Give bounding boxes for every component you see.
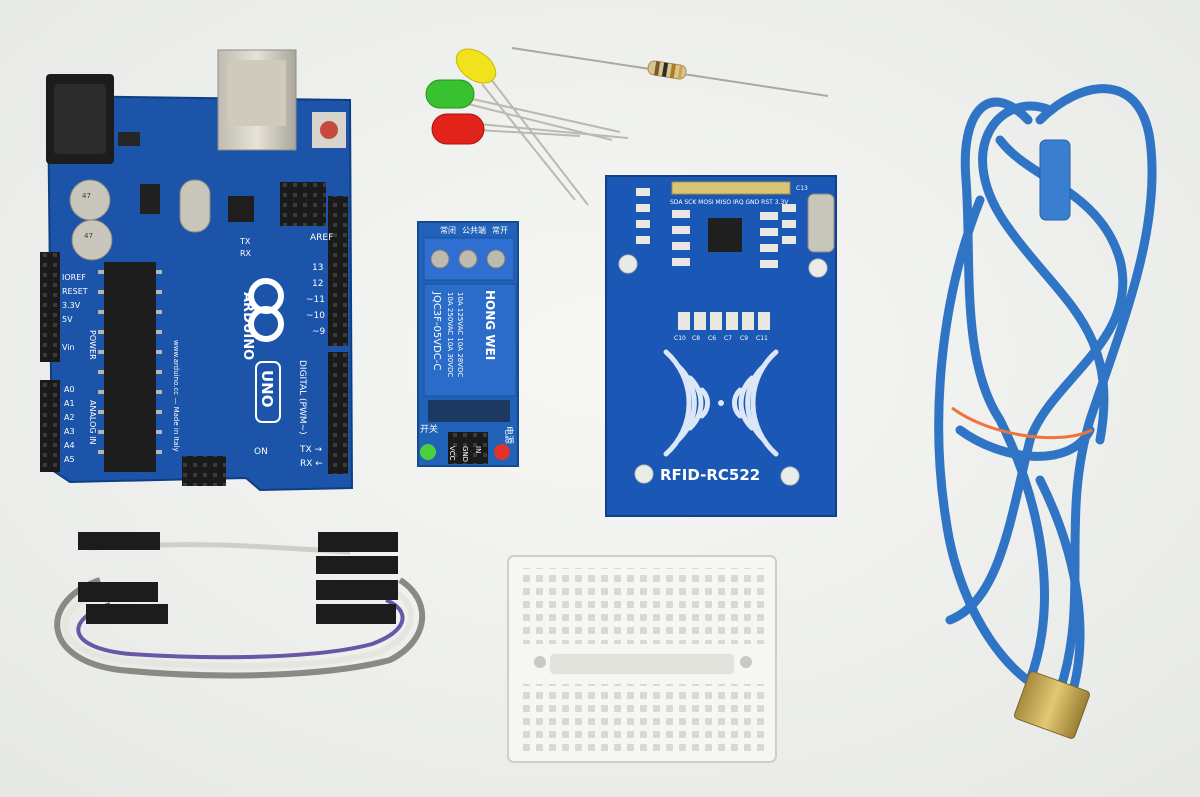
pin11-label: ~11 (306, 295, 325, 305)
website-label: www.arduino.cc — Made in Italy (172, 340, 180, 452)
pin12-label: 12 (312, 279, 323, 289)
capacitor-2 (71, 219, 113, 261)
v33-label: 3.3V (62, 301, 81, 310)
jumper-connector-7 (86, 604, 168, 624)
a5-label: A5 (64, 455, 75, 464)
pin13-label: 13 (312, 263, 323, 273)
uno-label: UNO (258, 370, 276, 408)
a1-label: A1 (64, 399, 75, 408)
jumper-connector-6 (78, 582, 158, 602)
jumper-connector-2 (318, 532, 398, 552)
rfid-ref-c7: C7 (724, 335, 732, 342)
power-label: POWER (88, 330, 97, 360)
crystal (179, 179, 211, 233)
cap2-label: 47 (84, 232, 93, 240)
rubber-band (951, 406, 1093, 440)
a2-label: A2 (64, 413, 75, 422)
resistor (511, 47, 829, 97)
rx-arrow-label: RX ← (300, 459, 323, 469)
jumper-wires (54, 532, 426, 679)
rfid-ref-c13: C13 (796, 185, 808, 192)
analog-header (40, 380, 60, 472)
usb-plug-bottom (1014, 671, 1090, 739)
uno-badge: UNO (255, 361, 281, 423)
relay-right-label: 电源 (503, 426, 515, 444)
ioref-label: IOREF (62, 273, 86, 282)
rfid-antenna-icon (663, 349, 779, 457)
relay-top-label-2: 公共端 (462, 225, 486, 235)
led-yellow (455, 48, 589, 206)
relay-pin-vcc: VCC (448, 446, 456, 461)
arduino-brand: ARDUINO (240, 292, 255, 360)
pin9-label: ~9 (312, 327, 326, 337)
relay-cube (423, 283, 517, 397)
mini-breadboard (507, 555, 777, 763)
usb-plug-top (1039, 139, 1071, 221)
relay-top-label-1: 常闭 (440, 226, 456, 235)
tx-label: TX (239, 237, 251, 246)
usb-cable (934, 84, 1157, 705)
rfid-ref-c11: C11 (756, 335, 768, 342)
relay-rating-1: 10A 250VAC 10A 30VDC (446, 292, 454, 377)
breadboard-channel (550, 654, 734, 674)
analog-in-label: ANALOG IN (88, 400, 97, 445)
rfid-ref-c9: C9 (740, 335, 748, 342)
relay-part: JQC3F-05VDC-C (431, 291, 442, 370)
v5-label: 5V (62, 315, 73, 324)
rfid-header-pins (671, 181, 791, 195)
jumper-connector-4 (316, 580, 398, 600)
rfid-crystal (807, 193, 835, 253)
arduino-logo (248, 278, 284, 342)
digital-header-top (328, 196, 348, 346)
relay-pin-in: IN (474, 446, 482, 453)
on-label: ON (254, 447, 268, 457)
aref-label: AREF (310, 233, 333, 243)
a4-label: A4 (64, 441, 75, 450)
capacitor-1 (69, 179, 111, 221)
pin10-label: ~10 (306, 311, 325, 321)
rfid-ref-c10: C10 (674, 335, 686, 342)
rx-label: RX (240, 249, 252, 258)
reset-label: RESET (62, 287, 88, 296)
digital-label: DIGITAL (PWM~) (297, 360, 307, 435)
rfid-model-label: RFID-RC522 (660, 466, 760, 484)
a0-label: A0 (64, 385, 75, 394)
power-header (40, 252, 60, 362)
digital-header-bottom (328, 352, 348, 474)
led-red (431, 113, 629, 145)
a3-label: A3 (64, 427, 75, 436)
relay-module: 常闭 公共端 常开 HONG WEI JQC3F-05VDC-C 10A 250… (417, 221, 519, 467)
rfid-ref-c6: C6 (708, 335, 716, 342)
jumper-connector-5 (316, 604, 396, 624)
relay-rating-2: 10A 125VAC 10A 28VDC (456, 292, 464, 377)
tx-arrow-label: TX → (299, 445, 323, 455)
jumper-connector-3 (316, 556, 398, 574)
rfid-ref-c8: C8 (692, 335, 700, 342)
cap1-label: 47 (82, 192, 91, 200)
relay-led-green (420, 444, 436, 460)
rfid-header-labels: SDA SCK MOSI MISO IRQ GND RST 3.3V (670, 199, 789, 206)
atmega-chip (104, 262, 156, 472)
vin-label: Vin (62, 343, 75, 352)
rfid-chip (708, 218, 742, 252)
icsp-header (182, 456, 226, 486)
relay-led-red (494, 444, 510, 460)
jumper-connector-1 (78, 532, 160, 550)
relay-left-label: 开关 (420, 423, 438, 435)
relay-pin-gnd: GND (461, 446, 469, 462)
arduino-uno-board: 47 47 ARDUIN (40, 49, 354, 492)
relay-top-label-3: 常开 (492, 226, 508, 235)
relay-brand: HONG WEI (483, 290, 497, 360)
rfid-rc522-board: SDA SCK MOSI MISO IRQ GND RST 3.3V C10 C… (605, 175, 837, 517)
